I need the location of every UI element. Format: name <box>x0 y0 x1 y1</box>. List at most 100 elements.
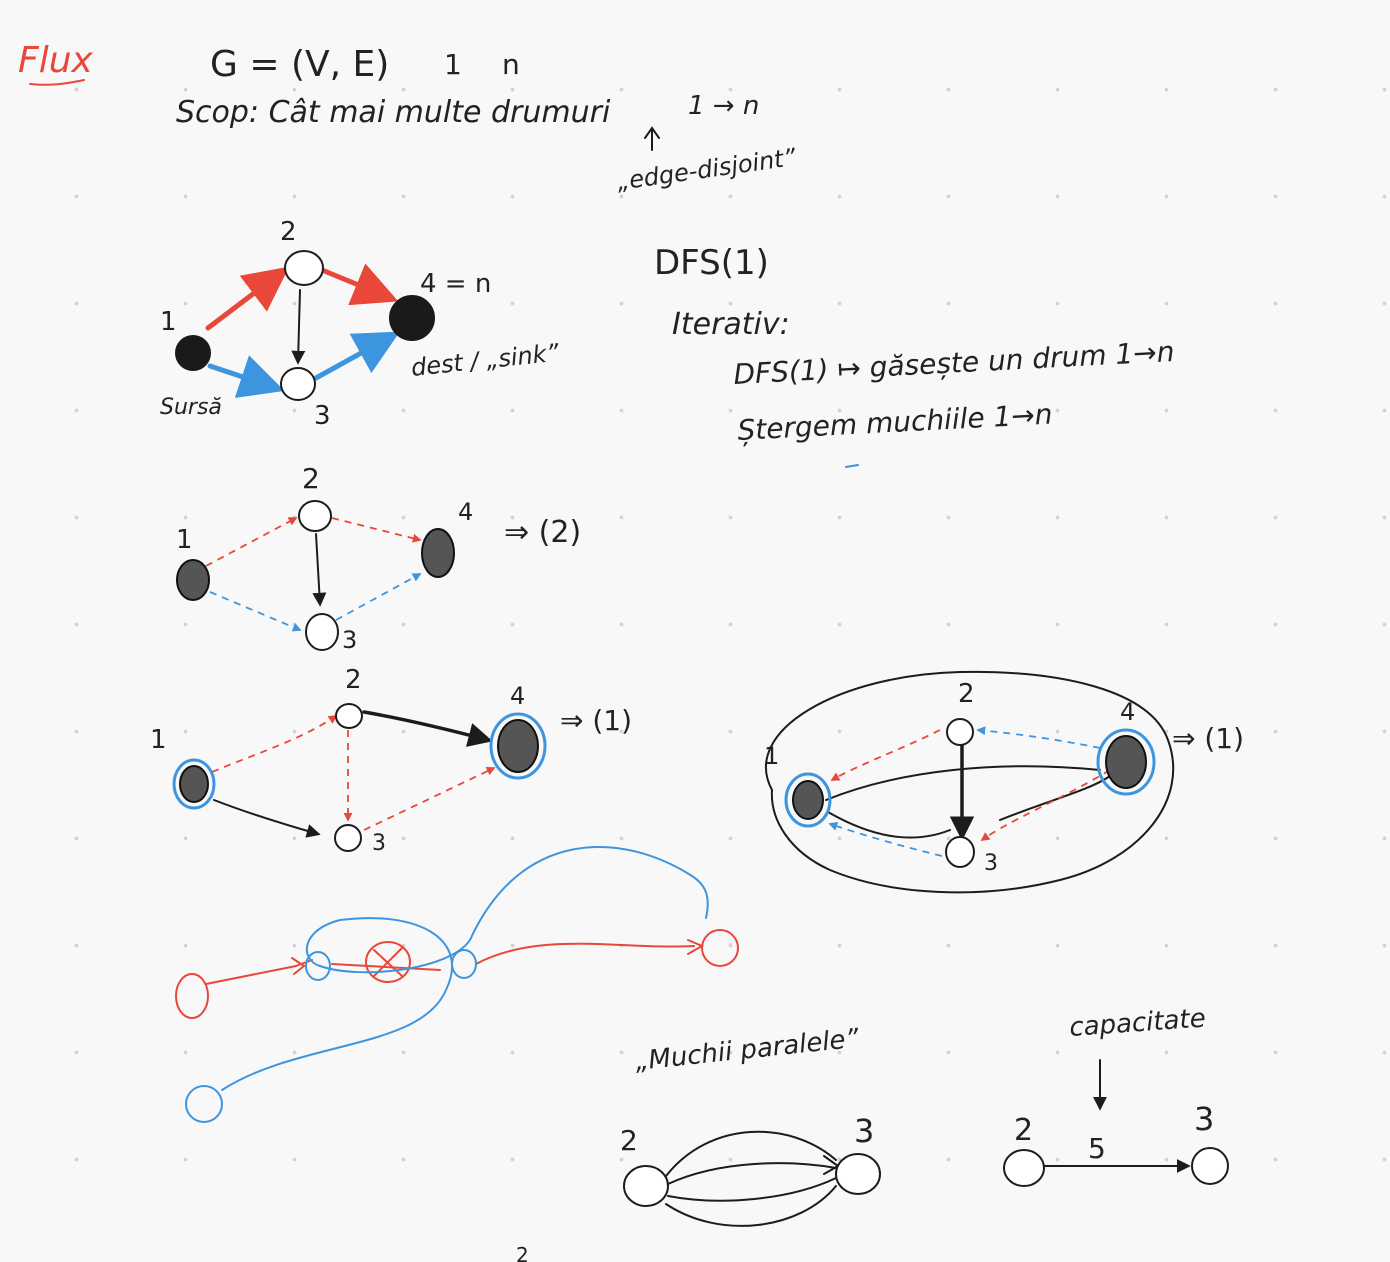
g2-label-2: 2 <box>302 462 320 495</box>
graph-2: 1 2 3 4 ⇒ (2) <box>176 462 581 654</box>
g3-edge-1-3 <box>213 799 321 838</box>
graph1-label-3: 3 <box>314 401 331 431</box>
g4-label-4: 4 <box>1120 698 1135 726</box>
last-node-label: n <box>502 48 520 81</box>
graph1-node-2 <box>284 250 324 286</box>
edge-2-4-red <box>319 263 399 306</box>
capacity-label-2: 2 <box>1014 1113 1033 1148</box>
g4-result: ⇒ (1) <box>1172 722 1244 755</box>
g2-result: ⇒ (2) <box>504 515 581 550</box>
step-find-path: DFS(1) ↦ găsește un drum 1→n <box>733 335 1176 391</box>
g4-node-1 <box>792 780 824 820</box>
first-node-label: 1 <box>444 48 462 81</box>
parallel-edges: „Muchii paralele” 2 3 <box>620 1024 881 1227</box>
graph1-label-4: 4 = n <box>420 269 491 299</box>
g3-label-4: 4 <box>510 682 525 710</box>
g3-edge-2-4 <box>362 710 493 747</box>
graph1-node-1-source <box>175 335 211 371</box>
capacity-node-3 <box>1191 1147 1229 1185</box>
blue-mark <box>845 464 859 468</box>
step-delete-edges: Ștergem muchiile 1→n <box>737 398 1054 447</box>
g3-edge-3-4 <box>363 767 496 831</box>
g2-label-4: 4 <box>458 498 473 526</box>
g2-node-4 <box>421 528 455 578</box>
title-underline <box>29 79 85 86</box>
sink-label: dest / „sink” <box>410 339 561 382</box>
parallel-label-3: 3 <box>854 1112 874 1150</box>
parallel-edge-lines <box>665 1130 837 1227</box>
algorithm-notes: DFS(1) Iterativ: DFS(1) ↦ găsește un dru… <box>654 243 1176 468</box>
g4-label-2: 2 <box>958 679 975 709</box>
pointer-arrow <box>644 126 660 151</box>
g2-edge-1-3 <box>209 591 302 632</box>
g3-label-2: 2 <box>345 665 362 695</box>
parallel-node-3 <box>835 1153 881 1195</box>
g4-label-3: 3 <box>984 851 998 876</box>
page-title: Flux <box>18 40 94 81</box>
source-label: Sursă <box>160 395 222 420</box>
parallel-edges-title: „Muchii paralele” <box>634 1024 861 1077</box>
graph-definition: G = (V, E) <box>210 44 389 85</box>
capacity-value: 5 <box>1088 1132 1106 1165</box>
goal-route: 1 → n <box>688 91 759 121</box>
g2-edge-1-2 <box>205 517 298 567</box>
g4-node-2 <box>946 718 974 746</box>
red-start-node <box>175 973 209 1019</box>
graph-3: 1 2 3 4 ⇒ (1) <box>150 665 632 856</box>
red-path <box>205 942 695 985</box>
g3-node-4-ring <box>489 712 547 780</box>
g3-result: ⇒ (1) <box>560 704 632 737</box>
g3-node-3 <box>334 824 362 852</box>
g3-node-2 <box>335 703 363 729</box>
goal-text: Scop: Cât mai multe drumuri <box>176 95 611 130</box>
graph-4: 1 2 3 4 ⇒ (1) <box>764 670 1244 894</box>
header: Flux G = (V, E) 1 n Scop: Cât mai multe … <box>18 40 798 196</box>
blue-start-node <box>185 1085 223 1123</box>
g4-label-1: 1 <box>764 742 779 770</box>
red-arrow-1 <box>291 957 313 975</box>
g2-label-3: 3 <box>342 626 357 654</box>
g4-edge-4-3 <box>980 769 1111 842</box>
edge-2-3 <box>291 289 306 365</box>
g3-edge-1-2 <box>211 715 338 773</box>
g2-edge-3-4 <box>335 573 422 621</box>
graph1-node-4-sink <box>389 295 435 341</box>
blue-node-b <box>451 949 477 979</box>
graph-1: 1 2 3 4 = n Sursă dest / „sink” <box>160 217 561 431</box>
g4-node-1-ring <box>784 772 832 828</box>
iterative-heading: Iterativ: <box>672 307 790 342</box>
g3-node-1 <box>179 765 209 803</box>
capacity-node-2 <box>1003 1149 1045 1187</box>
g4-outer-loop <box>765 670 1175 894</box>
parallel-node-2 <box>623 1165 669 1207</box>
g4-node-4-ring <box>1096 728 1156 796</box>
edge-disjoint-note: „edge-disjoint” <box>615 143 798 196</box>
dfs-call: DFS(1) <box>654 243 769 283</box>
g4-inner-curves <box>825 765 1111 839</box>
blue-path <box>221 845 709 1091</box>
blue-node-a <box>305 951 331 981</box>
g4-edge-3-1 <box>828 822 943 857</box>
g4-node-4 <box>1105 735 1147 789</box>
g3-label-3: 3 <box>372 831 386 856</box>
crossing-paths-sketch <box>175 845 739 1123</box>
g3-node-4 <box>497 719 539 773</box>
graph1-node-3 <box>280 367 316 401</box>
crossed-node <box>365 941 411 983</box>
g2-node-1 <box>176 559 210 601</box>
g2-node-3 <box>305 613 339 651</box>
graph1-label-2: 2 <box>280 217 297 247</box>
capacity-example: capacitate 2 3 5 <box>1003 1004 1229 1187</box>
g2-edge-2-3 <box>312 533 327 607</box>
parallel-label-2: 2 <box>620 1124 638 1157</box>
g4-edge-2-1 <box>830 729 941 781</box>
graph1-label-1: 1 <box>160 307 177 337</box>
g2-edge-2-4 <box>331 517 422 543</box>
g4-edge-4-2 <box>976 726 1101 749</box>
g2-node-2 <box>298 500 332 532</box>
edge-1-2-red <box>205 266 290 331</box>
g3-label-1: 1 <box>150 725 167 755</box>
g2-label-1: 1 <box>176 525 193 555</box>
g4-node-3 <box>945 836 975 868</box>
